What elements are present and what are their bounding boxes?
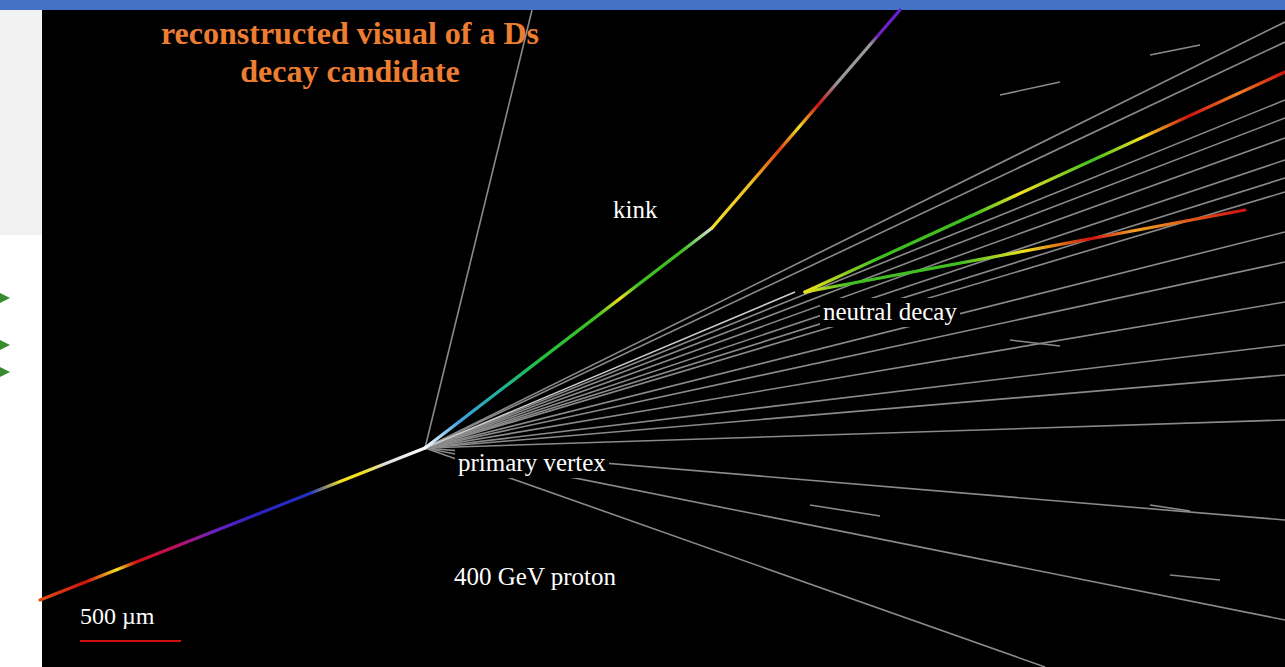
track-fragment [1150, 505, 1190, 511]
scale-bar [80, 640, 181, 642]
display-ground [42, 10, 1285, 667]
track-fragment [810, 505, 880, 516]
arrow-tip [0, 340, 10, 350]
arrow-tip [0, 367, 10, 377]
kink-track [425, 228, 712, 448]
scale-label: 500 µm [77, 603, 158, 631]
beam-label: 400 GeV proton [451, 563, 619, 592]
track [425, 375, 1285, 448]
vertex-label: primary vertex [455, 449, 609, 478]
kink-label: kink [610, 196, 660, 225]
track [425, 160, 1285, 448]
decay-prong [805, 72, 1285, 292]
decay-label: neutral decay [820, 298, 960, 327]
slide-title: reconstructed visual of a Ds decay candi… [120, 14, 580, 91]
decay-prong [805, 210, 1245, 292]
top-bar [0, 0, 1285, 10]
track-fragment [1000, 82, 1060, 95]
track [425, 22, 1285, 448]
track [425, 448, 1045, 667]
track-fragment [1010, 340, 1060, 346]
track [425, 42, 1285, 448]
track [425, 118, 1285, 448]
track-fragment [1150, 45, 1200, 55]
side-panel [0, 10, 42, 235]
side-arrows [0, 293, 10, 377]
track-fragment [1170, 575, 1220, 580]
track [425, 100, 1285, 448]
colored-tracks [40, 10, 1285, 600]
track [425, 178, 1285, 448]
gray-tracks [425, 10, 1285, 667]
arrow-tip [0, 293, 10, 303]
track [425, 448, 1285, 520]
kink-daughter [712, 10, 900, 228]
track [425, 192, 1285, 448]
track [425, 448, 1285, 620]
track [425, 345, 1285, 448]
proton-track [40, 448, 425, 600]
track [425, 262, 1285, 448]
track [425, 292, 795, 448]
track [425, 138, 1285, 448]
track [425, 420, 1285, 448]
track [425, 232, 1285, 448]
